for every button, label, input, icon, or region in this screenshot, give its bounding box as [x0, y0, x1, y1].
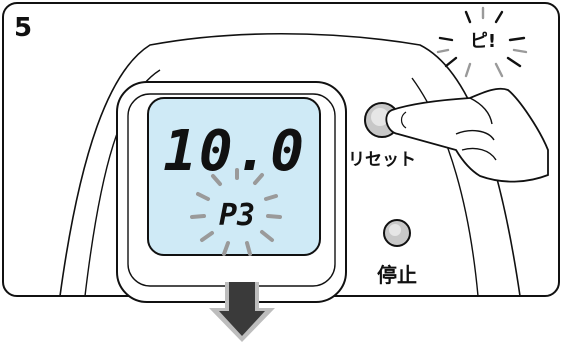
step-number: 5 [14, 13, 32, 43]
sound-burst-lines [438, 10, 526, 68]
stop-button-label: 停止 [377, 263, 417, 287]
reset-button-highlight [371, 108, 389, 126]
device-body-inner-right [411, 77, 479, 297]
pressing-hand-icon [385, 87, 549, 183]
stop-button-highlight [389, 224, 401, 236]
sound-burst-lines-faded [436, 6, 528, 78]
blink-rays [190, 168, 282, 256]
sound-effect-text: ピ! [470, 31, 496, 52]
program-code-readout: P3 [219, 198, 255, 233]
next-step-arrow-icon [209, 282, 275, 342]
main-value-readout: 10.0 [163, 119, 306, 184]
reset-button-label: リセット [348, 150, 416, 170]
